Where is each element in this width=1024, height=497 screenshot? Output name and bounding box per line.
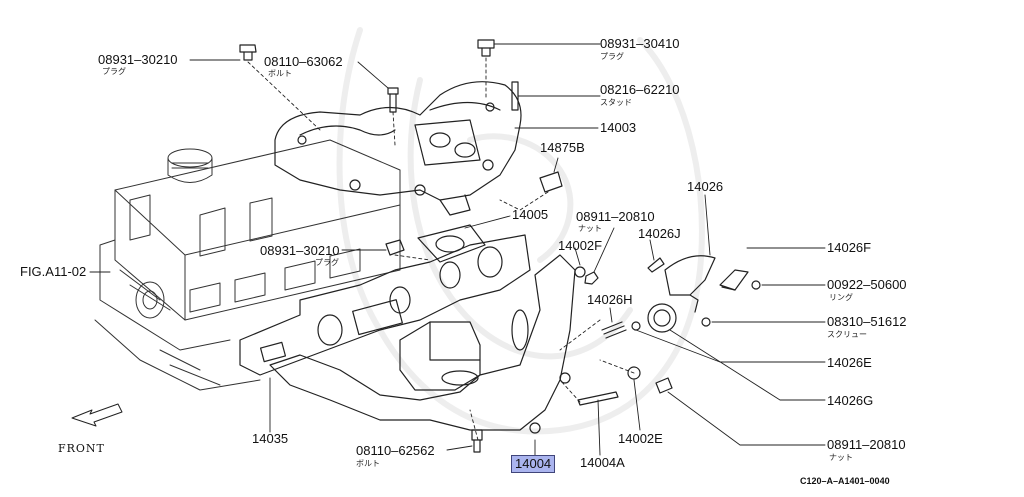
front-arrow-icon	[71, 403, 123, 427]
leader-lines	[89, 43, 826, 456]
flange-block	[399, 321, 481, 391]
label-14002E[interactable]: 14002E	[618, 431, 663, 446]
label-00922-50600-sub: リング	[829, 293, 853, 302]
heat-control-valve-14026	[647, 255, 749, 333]
label-14026G[interactable]: 14026G	[827, 393, 874, 408]
bracket-14004	[269, 254, 576, 434]
label-14026E[interactable]: 14026E	[827, 355, 872, 370]
label-08931-30410-sub: プラグ	[600, 52, 624, 61]
label-14026[interactable]: 14026	[687, 179, 724, 194]
label-08911-20810-bot-sub: ナット	[829, 453, 853, 462]
label-14005[interactable]: 14005	[512, 207, 549, 222]
label-08911-20810-top[interactable]: 08911–20810	[576, 209, 655, 224]
label-08931-30210-top-sub: プラグ	[102, 67, 126, 76]
gasket-14035	[239, 234, 531, 376]
small-parts	[239, 39, 761, 453]
label-08931-30210-top[interactable]: 08931–30210	[98, 52, 178, 67]
label-00922-50600[interactable]: 00922–50600	[827, 277, 907, 292]
engine-block	[94, 139, 401, 391]
label-08216-62210-sub: スタッド	[600, 98, 632, 107]
front-label: FRONT	[58, 442, 105, 455]
label-08216-62210[interactable]: 08216–62210	[600, 82, 680, 97]
phantom-lines	[247, 57, 635, 441]
manifold-14003	[274, 81, 522, 216]
label-08931-30210-mid[interactable]: 08931–30210	[260, 243, 340, 258]
label-08110-62562[interactable]: 08110–62562	[356, 443, 435, 458]
label-14004-highlighted[interactable]: 14004	[511, 455, 556, 473]
diagram-code: C120–A–A1401–0040	[800, 476, 890, 486]
label-08931-30410[interactable]: 08931–30410	[600, 36, 680, 51]
label-14026J[interactable]: 14026J	[638, 226, 681, 241]
label-fig-ref[interactable]: FIG.A11-02	[20, 264, 87, 279]
label-14003[interactable]: 14003	[600, 120, 637, 135]
label-08310-51612[interactable]: 08310–51612	[827, 314, 907, 329]
label-08310-51612-sub: スクリュー	[827, 330, 867, 339]
label-14026H[interactable]: 14026H	[587, 292, 633, 307]
label-08110-62562-sub: ボルト	[356, 459, 380, 468]
label-08911-20810-bot[interactable]: 08911–20810	[827, 437, 906, 452]
label-14875B[interactable]: 14875B	[540, 140, 585, 155]
label-14004A[interactable]: 14004A	[580, 455, 625, 470]
label-08931-30210-mid-sub: プラグ	[315, 258, 339, 267]
label-08911-20810-top-sub: ナット	[578, 224, 602, 233]
gasket-14005	[417, 224, 486, 263]
label-14002F[interactable]: 14002F	[558, 238, 603, 253]
label-14026F[interactable]: 14026F	[827, 240, 872, 255]
label-08110-63062-sub: ボルト	[268, 69, 292, 78]
label-14035[interactable]: 14035	[252, 431, 289, 446]
label-08110-63062[interactable]: 08110–63062	[264, 54, 343, 69]
watermark-emblem	[336, 27, 705, 435]
